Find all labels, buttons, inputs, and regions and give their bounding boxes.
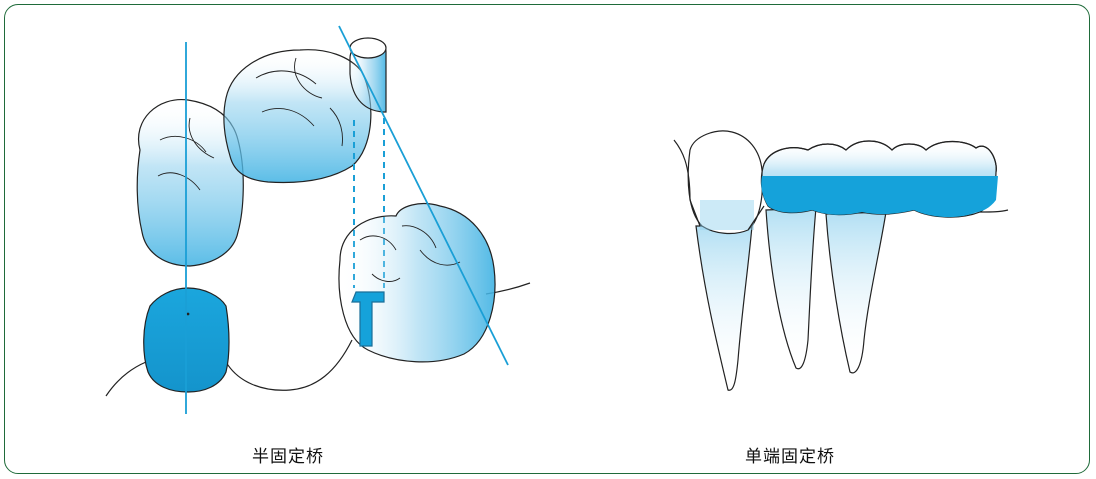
caption-semi-fixed-bridge: 半固定桥 xyxy=(252,442,324,467)
semi-fixed-bridge-drawing xyxy=(106,38,530,396)
root-2 xyxy=(766,208,816,369)
cantilever-bridge-drawing xyxy=(674,131,1008,390)
bridge-crown xyxy=(224,50,371,183)
root-1 xyxy=(696,226,752,390)
root-3 xyxy=(826,212,886,373)
caption-cantilever-bridge: 单端固定桥 xyxy=(745,442,835,467)
